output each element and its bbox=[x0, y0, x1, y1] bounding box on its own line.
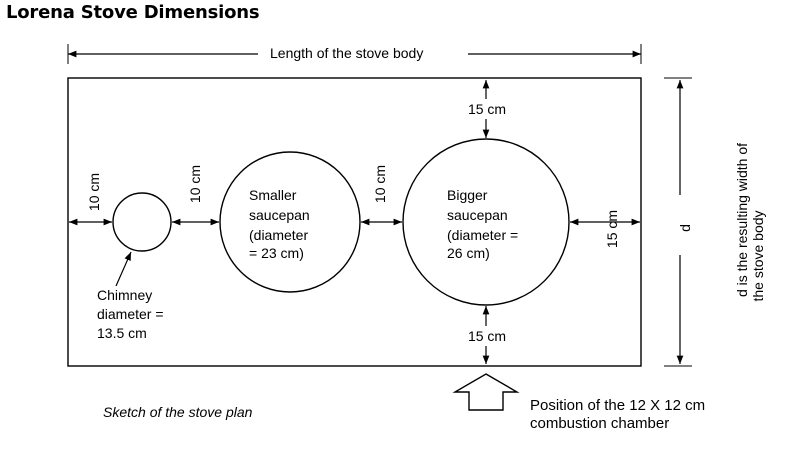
gap-bottom-label: 15 cm bbox=[468, 328, 506, 344]
smaller-saucepan-circle bbox=[219, 151, 361, 293]
length-label: Length of the stove body bbox=[270, 45, 423, 61]
combustion-chamber-line-2: combustion chamber bbox=[530, 415, 670, 432]
chimney-circle bbox=[112, 192, 172, 252]
gap-small-big-label: 10 cm bbox=[372, 165, 388, 203]
chimney-label: Chimney diameter = 13.5 cm bbox=[97, 287, 167, 341]
bigger-saucepan-label: Bigger saucepan (diameter = 26 cm) bbox=[447, 187, 522, 261]
depth-note-line-1: d is the resulting width of bbox=[734, 143, 750, 297]
chimney-pointer-arrow bbox=[115, 251, 132, 287]
gap-right-label: 15 cm bbox=[604, 210, 620, 248]
page-title: Lorena Stove Dimensions bbox=[6, 2, 260, 23]
combustion-chamber-note: Position of the 12 X 12 cm combustion ch… bbox=[530, 397, 705, 433]
stove-body bbox=[67, 77, 642, 367]
combustion-chamber-line-1: Position of the 12 X 12 cm bbox=[530, 397, 706, 414]
combustion-chamber-arrow bbox=[452, 373, 520, 411]
bigger-saucepan-circle bbox=[402, 138, 570, 306]
depth-note-line-2: the stove body bbox=[750, 210, 766, 301]
smaller-saucepan-label: Smaller saucepan (diameter = 23 cm) bbox=[249, 187, 314, 261]
gap-left-label: 10 cm bbox=[86, 173, 102, 211]
gap-top-label: 15 cm bbox=[468, 101, 506, 117]
depth-label: d bbox=[677, 224, 693, 232]
sketch-caption: Sketch of the stove plan bbox=[103, 404, 253, 420]
gap-chimney-small-label: 10 cm bbox=[187, 165, 203, 203]
